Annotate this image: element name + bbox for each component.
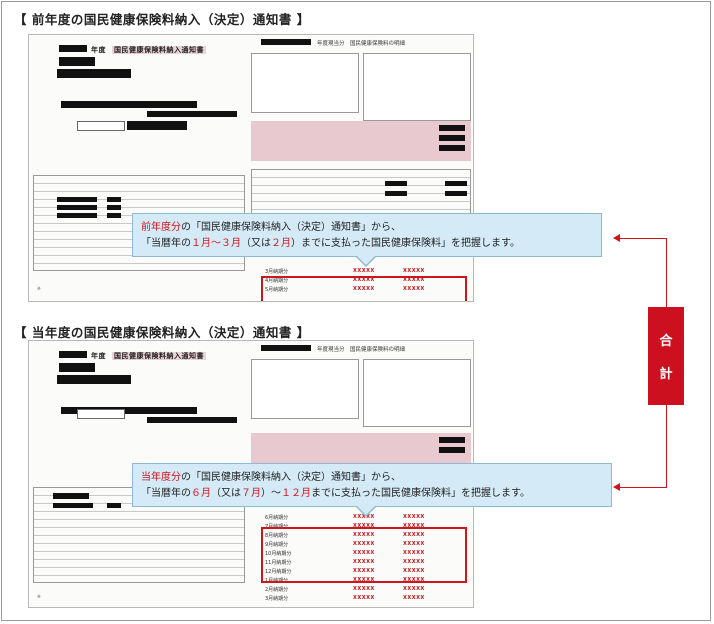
callout-previous-year: 前年度分の「国民健康保険料納入（決定）通知書」から、 「当暦年の１月～３月（又は… xyxy=(132,213,602,257)
section-title-current-year: 【 当年度の国民健康保険料納入（決定）通知書 】 xyxy=(14,325,310,340)
connector-line-vertical-bottom xyxy=(666,404,667,488)
document-title: 年度国民健康保険料納入通知書 xyxy=(91,352,206,360)
connector-line-vertical-top xyxy=(666,238,667,308)
connector-line-top xyxy=(620,238,667,239)
section-title-previous-year: 【 前年度の国民健康保険料納入（決定）通知書 】 xyxy=(14,12,310,27)
total-label: 合 計 xyxy=(648,307,684,405)
callout-current-year: 当年度分の「国民健康保険料納入（決定）通知書」から、 「当暦年の６月（又は７月）… xyxy=(132,463,612,507)
detail-title: 年度現当分 国民健康保険料の明細 xyxy=(317,41,406,47)
arrow-left-icon xyxy=(613,234,620,242)
connector-line-bottom xyxy=(620,487,667,488)
detail-title: 年度現当分 国民健康保険料の明細 xyxy=(317,347,406,353)
document-title: 年度国民健康保険料納入通知書 xyxy=(91,46,206,54)
highlight-box-current xyxy=(261,527,467,583)
highlight-box-previous xyxy=(261,276,467,301)
arrow-left-icon xyxy=(613,483,620,491)
